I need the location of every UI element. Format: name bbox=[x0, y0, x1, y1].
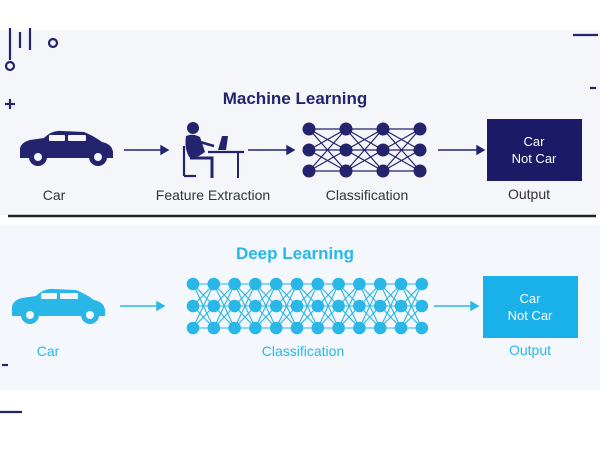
network-node bbox=[269, 277, 283, 291]
ml-output-label: Output bbox=[508, 186, 550, 202]
decorative-marks bbox=[0, 28, 598, 414]
network-node bbox=[311, 299, 325, 313]
network-node bbox=[302, 164, 316, 178]
network-node bbox=[290, 277, 304, 291]
network-node bbox=[269, 299, 283, 313]
dl-classification-label: Classification bbox=[262, 343, 344, 359]
network-node bbox=[332, 299, 345, 313]
network-edge bbox=[213, 283, 236, 329]
network-edge bbox=[345, 149, 384, 172]
dl-output-line1: Car bbox=[520, 291, 542, 306]
network-node bbox=[207, 277, 221, 291]
ml-neural-network bbox=[302, 122, 427, 178]
network-node bbox=[373, 277, 387, 291]
arrow-icon bbox=[434, 300, 480, 312]
network-node bbox=[249, 299, 262, 313]
network-edge bbox=[308, 128, 347, 151]
arrow-icon bbox=[120, 300, 166, 312]
network-node bbox=[269, 321, 283, 335]
dl-output-line2: Not Car bbox=[508, 308, 553, 323]
network-node bbox=[186, 277, 200, 291]
network-node bbox=[394, 299, 408, 313]
network-node bbox=[339, 164, 353, 178]
ml-classification-label: Classification bbox=[326, 187, 408, 203]
network-edge bbox=[382, 128, 421, 172]
ml-title: Machine Learning bbox=[223, 89, 368, 108]
dl-output-box bbox=[483, 276, 578, 338]
network-node bbox=[311, 321, 325, 335]
network-node bbox=[302, 143, 316, 157]
network-edge bbox=[317, 283, 340, 329]
network-node bbox=[332, 277, 345, 291]
network-node bbox=[376, 164, 390, 178]
network-node bbox=[207, 299, 221, 313]
network-node bbox=[228, 321, 241, 335]
network-node bbox=[394, 277, 408, 291]
network-node bbox=[290, 299, 304, 313]
person-at-computer-icon bbox=[182, 122, 244, 178]
network-edge bbox=[338, 283, 360, 329]
arrow-icon bbox=[248, 144, 296, 156]
car-icon bbox=[20, 130, 113, 166]
network-node bbox=[228, 277, 241, 291]
network-node bbox=[415, 277, 429, 291]
network-edge bbox=[358, 283, 381, 329]
network-node bbox=[186, 321, 200, 335]
network-edge bbox=[382, 128, 421, 151]
network-node bbox=[353, 299, 366, 313]
network-node bbox=[186, 299, 200, 313]
network-edge bbox=[275, 283, 298, 329]
network-node bbox=[339, 122, 353, 136]
network-node bbox=[290, 321, 304, 335]
network-node bbox=[413, 164, 427, 178]
network-node bbox=[394, 321, 408, 335]
network-node bbox=[228, 299, 241, 313]
network-edge bbox=[400, 283, 423, 329]
network-edge bbox=[382, 149, 421, 172]
dl-car-label: Car bbox=[37, 343, 60, 359]
network-edge bbox=[308, 128, 347, 172]
network-edge bbox=[345, 128, 384, 151]
network-node bbox=[413, 143, 427, 157]
network-edge bbox=[192, 283, 215, 329]
network-edge bbox=[234, 283, 256, 329]
network-node bbox=[373, 299, 387, 313]
network-node bbox=[413, 122, 427, 136]
network-edge bbox=[345, 128, 384, 172]
network-node bbox=[353, 277, 366, 291]
dl-title: Deep Learning bbox=[236, 244, 354, 263]
network-node bbox=[415, 321, 429, 335]
network-node bbox=[311, 277, 325, 291]
network-node bbox=[207, 321, 221, 335]
network-edge bbox=[308, 149, 347, 172]
network-node bbox=[415, 299, 429, 313]
network-node bbox=[373, 321, 387, 335]
dl-output-label: Output bbox=[509, 342, 551, 358]
network-edge bbox=[379, 283, 402, 329]
ml-output-line1: Car bbox=[524, 134, 546, 149]
arrow-icon bbox=[438, 144, 486, 156]
dl-neural-network bbox=[186, 277, 429, 335]
ml-output-line2: Not Car bbox=[512, 151, 557, 166]
network-edge bbox=[296, 283, 319, 329]
network-node bbox=[332, 321, 345, 335]
network-node bbox=[376, 143, 390, 157]
network-node bbox=[302, 122, 316, 136]
network-node bbox=[376, 122, 390, 136]
ml-car-label: Car bbox=[43, 187, 66, 203]
network-node bbox=[249, 321, 262, 335]
network-edge bbox=[254, 283, 277, 329]
ml-output-box bbox=[487, 119, 582, 181]
network-node bbox=[249, 277, 262, 291]
car-icon bbox=[12, 288, 105, 324]
ml-feature-label: Feature Extraction bbox=[156, 187, 270, 203]
arrow-icon bbox=[124, 144, 170, 156]
network-node bbox=[353, 321, 366, 335]
network-node bbox=[339, 143, 353, 157]
